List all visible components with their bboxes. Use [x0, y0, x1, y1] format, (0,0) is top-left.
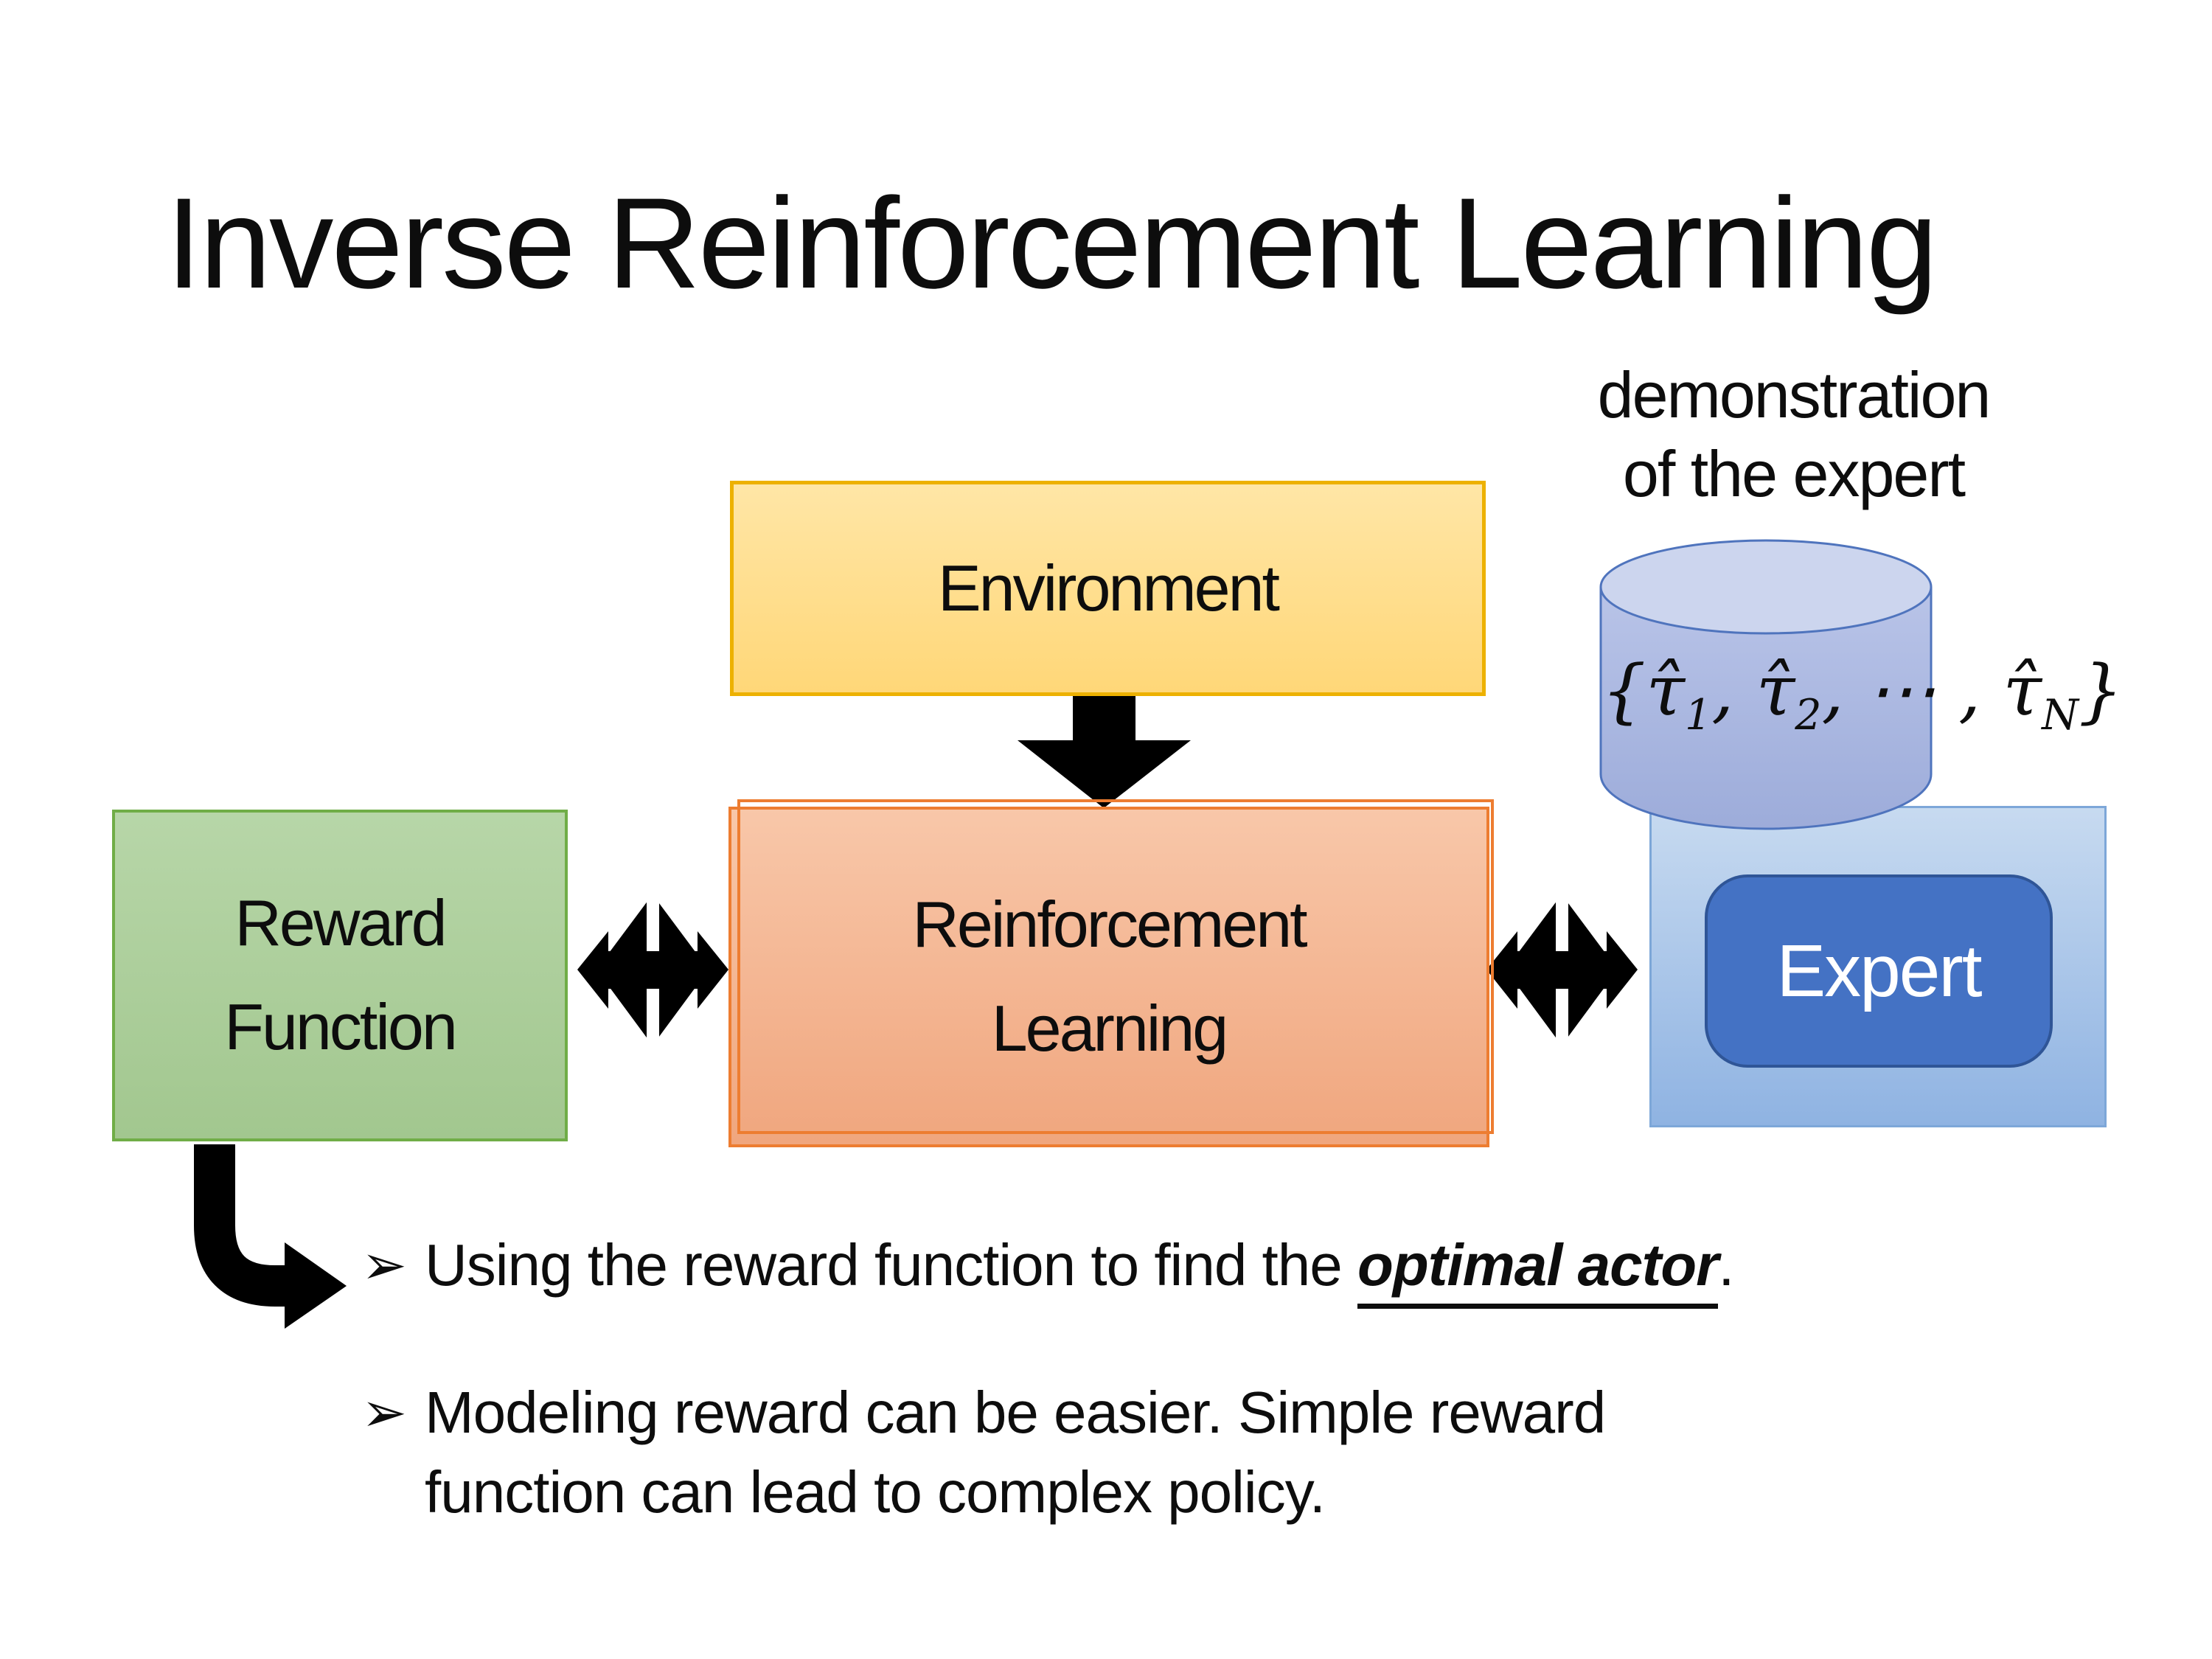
bullet-item-1: ➢ Using the reward function to find the …	[361, 1225, 2131, 1309]
formula-sub1: 1	[1685, 691, 1712, 740]
formula-tauN: τ̂	[2003, 650, 2042, 731]
bullet-1-emphasis: optimal actor	[1357, 1232, 1719, 1309]
demonstration-label: demonstration of the expert	[1563, 355, 2024, 514]
page-title: Inverse Reinforcement Learning	[166, 172, 1938, 316]
reward-function-box: Reward Function	[112, 810, 568, 1141]
formula-subN: N	[2042, 691, 2079, 740]
reward-function-label-line1: Reward	[234, 886, 447, 960]
formula-comma1: ,	[1711, 650, 1756, 731]
formula-open-brace: {	[1601, 650, 1646, 731]
down-arrow-icon	[1018, 696, 1191, 808]
bullet-1-prefix: Using the reward function to find the	[425, 1232, 1357, 1298]
formula-dots: , ⋯ ,	[1821, 650, 2003, 731]
formula-close-brace: }	[2078, 650, 2124, 731]
double-arrow-right-icon	[1486, 894, 1638, 1046]
bullet-2-text: Modeling reward can be easier. Simple re…	[425, 1380, 1606, 1525]
environment-box: Environment	[730, 481, 1486, 696]
formula-sub2: 2	[1795, 691, 1822, 740]
demonstration-label-line1: demonstration	[1597, 358, 1992, 431]
formula-tau2: τ̂	[1756, 650, 1795, 731]
double-arrow-left-icon	[577, 894, 728, 1046]
reinforcement-learning-label-line1: Reinforcement	[912, 888, 1307, 961]
reinforcement-learning-label-line2: Learning	[991, 992, 1229, 1065]
bullet-1-text: Using the reward function to find the op…	[425, 1225, 1735, 1309]
expert-label: Expert	[1776, 929, 1982, 1012]
bullet-1-suffix: .	[1718, 1232, 1734, 1298]
expert-box: Expert	[1705, 874, 2053, 1068]
arrowhead-bullet-icon: ➢	[361, 1382, 407, 1443]
environment-label: Environment	[937, 552, 1280, 625]
bullet-item-2: ➢ Modeling reward can be easier. Simple …	[361, 1373, 1762, 1532]
demonstration-label-line2: of the expert	[1622, 437, 1966, 511]
formula-tau1: τ̂	[1646, 650, 1686, 731]
trajectory-formula: {τ̂1, τ̂2, ⋯ , τ̂N}	[1601, 650, 2123, 737]
reward-function-label-line2: Function	[224, 990, 458, 1063]
arrowhead-bullet-icon: ➢	[361, 1234, 407, 1295]
elbow-arrow-icon	[194, 1144, 347, 1329]
reinforcement-learning-box: Reinforcement Learning	[728, 799, 1494, 1147]
demonstration-cylinder	[1599, 539, 1933, 830]
